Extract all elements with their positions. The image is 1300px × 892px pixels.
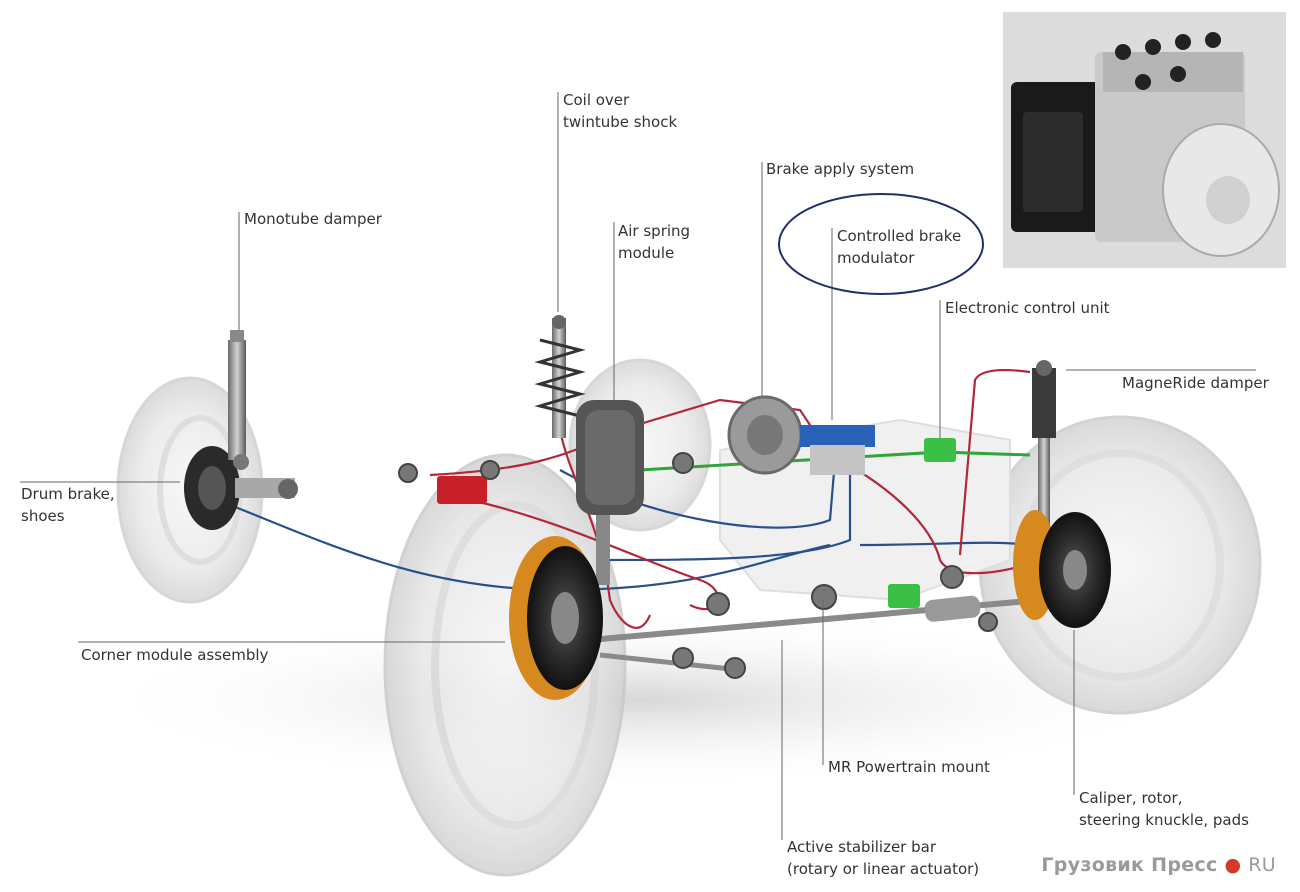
label-text: module: [618, 244, 675, 262]
label-text: MR Powertrain mount: [828, 758, 990, 776]
watermark-name: Грузовик Пресс: [1041, 854, 1218, 876]
label-text: Brake apply system: [766, 160, 915, 178]
label-corner-module: Corner module assembly: [81, 644, 268, 666]
air-spring-module: [576, 400, 644, 585]
label-text: Monotube damper: [244, 210, 382, 228]
front-right-corner: [1013, 510, 1111, 628]
label-text: MagneRide damper: [1122, 374, 1269, 392]
bushings: [398, 452, 998, 679]
coil-over-shock: [534, 315, 586, 438]
label-air-spring: Air spring module: [618, 220, 690, 264]
abs-unit-photo: [1003, 12, 1286, 268]
callout-ellipse: [778, 193, 984, 295]
label-text: Drum brake,: [21, 485, 115, 503]
label-text: Corner module assembly: [81, 646, 269, 664]
green-sensor-module: [888, 584, 920, 608]
label-text: (rotary or linear actuator): [787, 860, 980, 878]
leader-lines: [20, 92, 1256, 840]
label-drum-brake: Drum brake, shoes: [21, 483, 115, 527]
watermark-tld: RU: [1248, 854, 1276, 876]
label-text: Electronic control unit: [945, 299, 1110, 317]
label-text: twintube shock: [563, 113, 678, 131]
label-text: shoes: [21, 507, 65, 525]
brake-apply-unit: [727, 395, 875, 475]
label-caliper: Caliper, rotor, steering knuckle, pads: [1079, 787, 1249, 831]
label-stabilizer: Active stabilizer bar (rotary or linear …: [787, 836, 979, 880]
abs-unit-icon: [1003, 12, 1286, 268]
label-text: Coil over: [563, 91, 630, 109]
front-left-corner: [509, 536, 603, 700]
stabilizer-bar: [589, 595, 1041, 673]
label-coil-over: Coil over twintube shock: [563, 89, 677, 133]
label-text: steering knuckle, pads: [1079, 811, 1249, 829]
ground-shadow: [80, 610, 1200, 790]
label-brake-apply: Brake apply system: [766, 158, 914, 180]
label-magneride: MagneRide damper: [1122, 372, 1269, 394]
monotube-damper: [228, 330, 249, 470]
label-text: Air spring: [618, 222, 691, 240]
label-text: Caliper, rotor,: [1079, 789, 1183, 807]
label-ecu: Electronic control unit: [945, 297, 1110, 319]
publisher-watermark: Грузовик Пресс ● RU: [1041, 854, 1276, 876]
ecu-module: [924, 438, 956, 462]
watermark-dot: ●: [1224, 854, 1242, 876]
label-text: modulator: [837, 249, 915, 267]
label-text: Controlled brake: [837, 227, 962, 245]
red-control-module: [437, 476, 487, 504]
label-text: Active stabilizer bar: [787, 838, 936, 856]
drum-brake: [184, 446, 298, 530]
label-controlled-brake: Controlled brake modulator: [837, 225, 961, 269]
magneride-damper: [1032, 360, 1056, 528]
label-mr-powertrain: MR Powertrain mount: [828, 756, 990, 778]
label-monotube-damper: Monotube damper: [244, 208, 382, 230]
